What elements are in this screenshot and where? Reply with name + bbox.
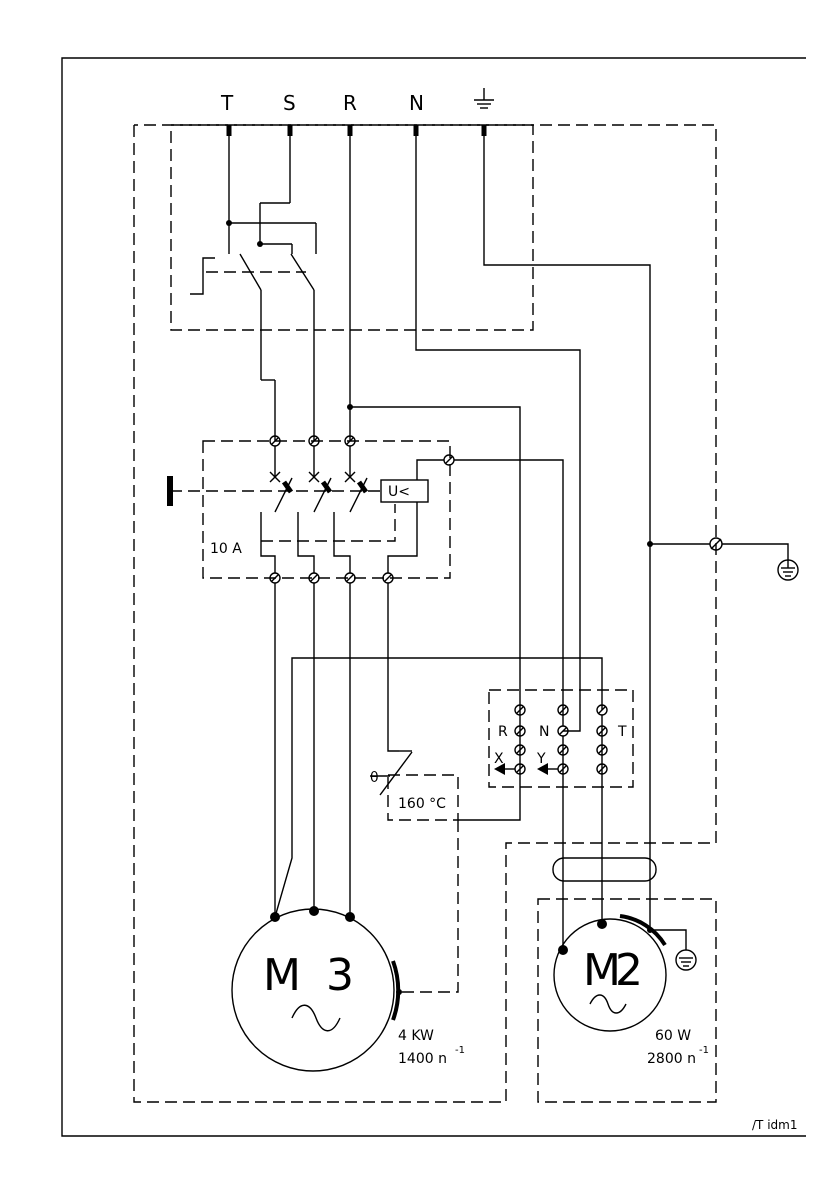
cable-gland — [553, 858, 656, 881]
main-motor-speed: 1400 n — [398, 1051, 447, 1067]
earth-symbol-aux-motor — [676, 950, 696, 970]
drawing-frame — [62, 58, 806, 1136]
terminal-label-n: N — [409, 91, 424, 115]
terminal-block-label-y: Y — [536, 751, 546, 767]
terminal-label-s: S — [283, 91, 296, 115]
thermostat: θ 160 °C — [370, 751, 458, 992]
ac-symbol-main — [292, 1005, 340, 1031]
terminal-block-label-n: N — [539, 724, 549, 740]
drawing-reference: /T idm1 — [752, 1118, 797, 1132]
main-switch-box — [171, 125, 533, 330]
ac-symbol-aux — [590, 995, 626, 1013]
motor-protection-breaker: U< 10 A — [170, 436, 563, 726]
undervoltage-label: U< — [388, 484, 410, 500]
main-motor-letter: M — [263, 950, 301, 1001]
aux-motor-supply-wires — [563, 715, 602, 950]
terminal-label-t: T — [220, 91, 234, 115]
earth-wire — [484, 136, 788, 930]
aux-motor-speed-exp: -1 — [699, 1045, 709, 1056]
thermostat-temp: 160 °C — [398, 796, 446, 812]
main-motor: M 3 4 KW 1400 n -1 — [232, 906, 465, 1071]
terminal-block-label-r: R — [498, 724, 508, 740]
earth-symbol-frame — [778, 560, 798, 580]
phase-r-wire — [347, 136, 520, 820]
terminal-block-label-t: T — [617, 724, 627, 740]
aux-motor-power: 60 W — [655, 1028, 691, 1044]
terminal-label-r: R — [343, 91, 357, 115]
aux-motor-speed: 2800 n — [647, 1051, 696, 1067]
earth-symbol-supply — [474, 88, 494, 108]
main-motor-speed-exp: -1 — [455, 1045, 465, 1056]
thermostat-symbol: θ — [370, 770, 379, 786]
main-switch — [190, 136, 316, 441]
terminal-block-label-x: X — [494, 751, 504, 767]
main-motor-phases: 3 — [326, 950, 354, 1001]
aux-motor: M 2 60 W 2800 n -1 — [554, 916, 709, 1067]
breaker-current-rating: 10 A — [210, 541, 242, 557]
supply-terminal-posts — [229, 125, 484, 136]
main-motor-power: 4 KW — [398, 1028, 434, 1044]
terminal-block: R N T X Y — [489, 690, 633, 787]
neutral-wire — [416, 136, 580, 731]
aux-motor-phases: 2 — [615, 945, 643, 996]
